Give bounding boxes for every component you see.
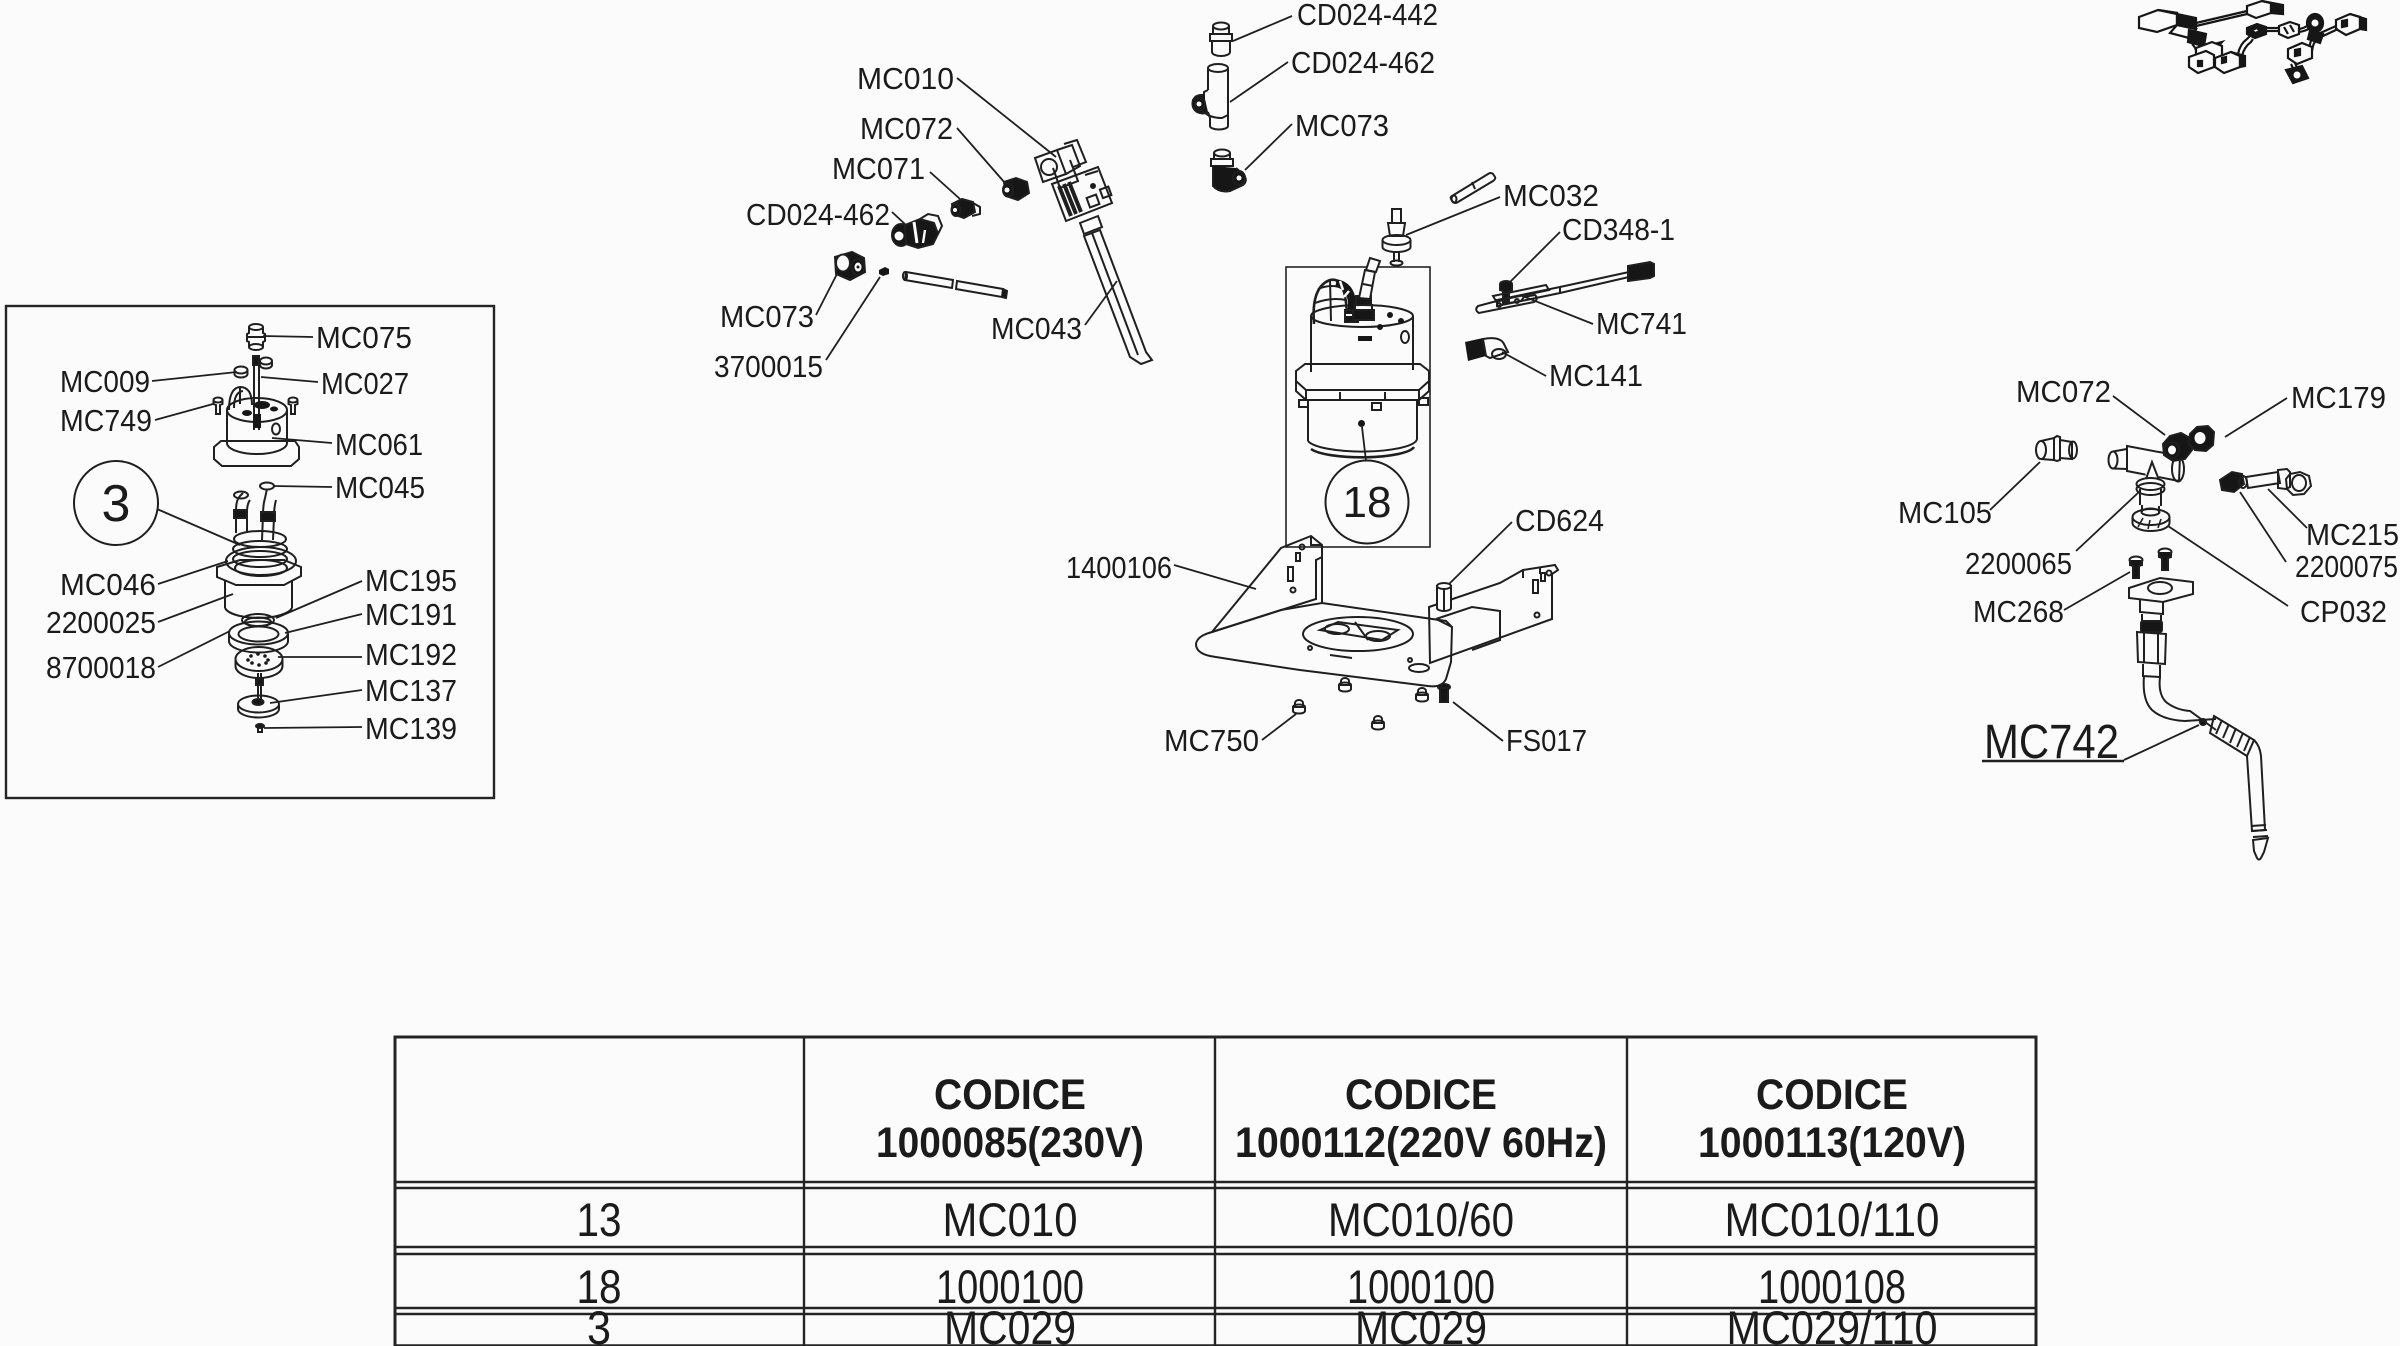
svg-text:MC027: MC027: [321, 366, 409, 401]
svg-text:CODICE: CODICE: [1756, 1071, 1908, 1119]
svg-text:1000100: 1000100: [936, 1260, 1084, 1313]
svg-text:18: 18: [577, 1260, 622, 1313]
svg-text:CD024-462: CD024-462: [746, 197, 890, 232]
svg-text:1000085(230V): 1000085(230V): [876, 1119, 1144, 1167]
svg-text:MC072: MC072: [860, 111, 953, 146]
svg-text:CD348-1: CD348-1: [1562, 212, 1675, 247]
svg-text:MC072: MC072: [2016, 374, 2111, 409]
svg-text:1000100: 1000100: [1347, 1260, 1495, 1313]
svg-text:1000113(120V): 1000113(120V): [1698, 1119, 1966, 1167]
svg-text:MC043: MC043: [991, 311, 1082, 346]
svg-text:CODICE: CODICE: [934, 1071, 1086, 1119]
svg-text:MC073: MC073: [1295, 108, 1389, 143]
svg-text:18: 18: [1343, 478, 1392, 527]
svg-text:2200025: 2200025: [46, 605, 156, 640]
svg-text:MC192: MC192: [365, 637, 457, 672]
svg-text:MC032: MC032: [1503, 178, 1599, 213]
svg-text:MC139: MC139: [365, 711, 457, 746]
svg-text:MC195: MC195: [365, 563, 457, 598]
svg-text:MC046: MC046: [60, 567, 156, 602]
svg-text:2200075: 2200075: [2295, 549, 2398, 584]
svg-text:MC010: MC010: [857, 61, 954, 96]
svg-text:1000112(220V 60Hz): 1000112(220V 60Hz): [1235, 1119, 1607, 1167]
svg-text:MC073: MC073: [720, 299, 814, 334]
svg-text:MC010: MC010: [943, 1193, 1078, 1246]
svg-text:CD024-442: CD024-442: [1297, 0, 1438, 32]
svg-text:13: 13: [577, 1193, 622, 1246]
svg-text:MC029: MC029: [944, 1301, 1076, 1346]
svg-text:MC075: MC075: [316, 320, 412, 355]
svg-text:MC191: MC191: [365, 597, 457, 632]
svg-text:MC010/60: MC010/60: [1328, 1193, 1514, 1246]
svg-text:MC141: MC141: [1549, 358, 1643, 393]
svg-text:MC268: MC268: [1973, 594, 2064, 629]
svg-text:MC750: MC750: [1164, 723, 1259, 758]
svg-text:MC029: MC029: [1355, 1301, 1487, 1346]
svg-text:MC029/110: MC029/110: [1727, 1301, 1938, 1346]
svg-text:1400106: 1400106: [1066, 550, 1172, 585]
svg-text:MC749: MC749: [60, 403, 152, 438]
svg-text:CODICE: CODICE: [1345, 1071, 1497, 1119]
svg-text:MC010/110: MC010/110: [1725, 1193, 1940, 1246]
svg-text:MC179: MC179: [2291, 380, 2386, 415]
svg-text:2200065: 2200065: [1965, 546, 2072, 581]
svg-text:3700015: 3700015: [714, 349, 823, 384]
svg-text:3: 3: [587, 1301, 611, 1346]
svg-text:MC061: MC061: [335, 427, 423, 462]
svg-text:1000108: 1000108: [1758, 1260, 1906, 1313]
svg-text:CP032: CP032: [2300, 594, 2387, 629]
svg-text:MC137: MC137: [365, 673, 457, 708]
svg-text:FS017: FS017: [1506, 723, 1587, 758]
svg-text:MC105: MC105: [1898, 495, 1992, 530]
svg-text:8700018: 8700018: [46, 650, 156, 685]
svg-text:MC009: MC009: [60, 364, 150, 399]
svg-text:CD024-462: CD024-462: [1291, 45, 1435, 80]
svg-text:MC071: MC071: [832, 151, 925, 186]
svg-text:MC741: MC741: [1596, 306, 1687, 341]
svg-text:MC215: MC215: [2306, 517, 2399, 552]
svg-text:MC045: MC045: [335, 470, 425, 505]
svg-text:3: 3: [102, 475, 131, 533]
svg-text:CD624: CD624: [1515, 503, 1604, 538]
